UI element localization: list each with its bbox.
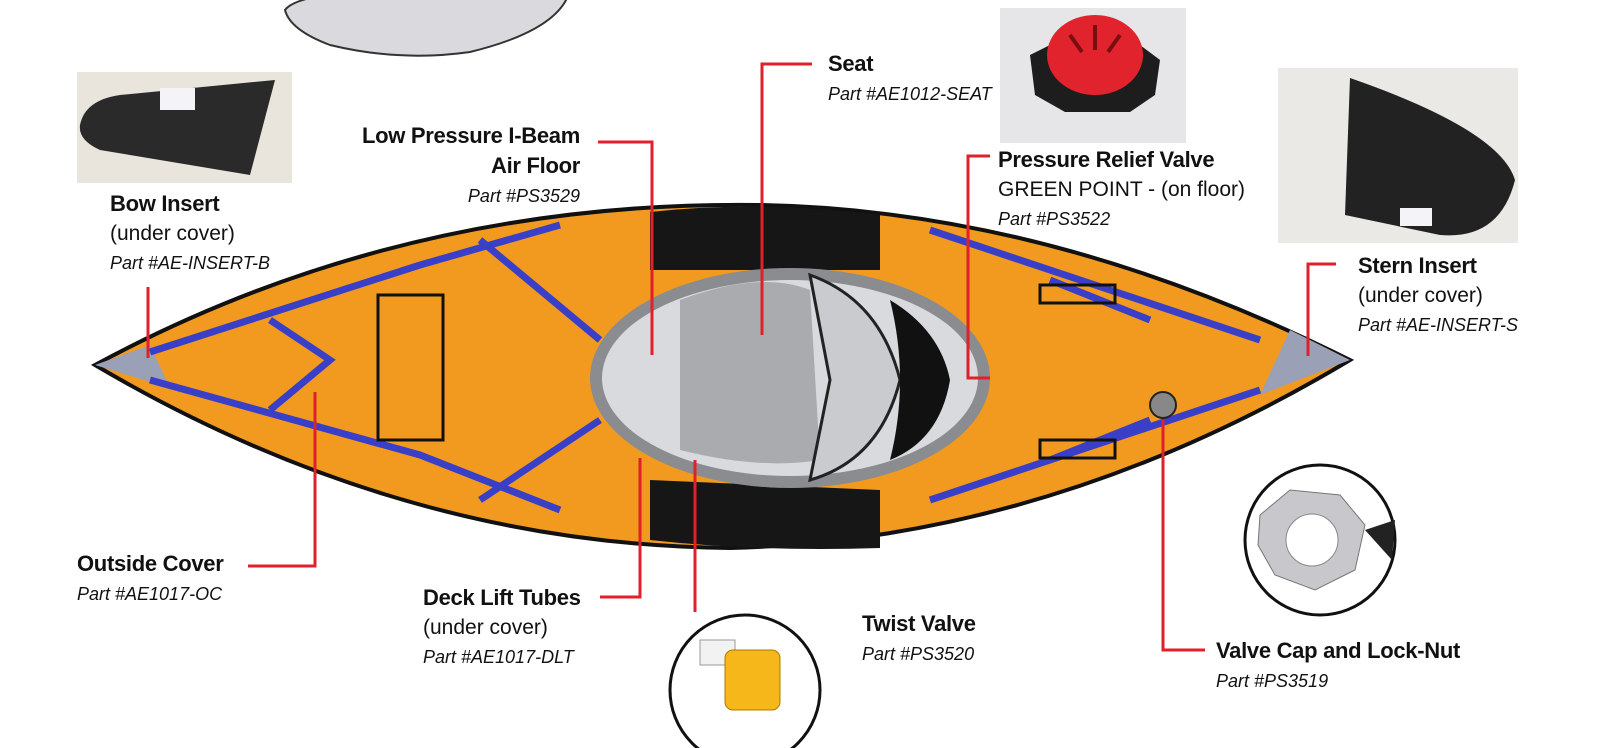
outside-cover-label: Outside Cover Part #AE1017-OC	[77, 551, 224, 604]
leader-stern-insert	[1306, 262, 1336, 356]
bow-insert-part: Part #AE-INSERT-B	[110, 253, 271, 273]
bow-insert-note: (under cover)	[110, 222, 235, 245]
valve-cap-title: Valve Cap and Lock-Nut	[1216, 638, 1461, 663]
air-floor-part: Part #PS3529	[467, 186, 580, 206]
stern-insert-title: Stern Insert	[1358, 253, 1477, 278]
outside-cover-title: Outside Cover	[77, 551, 224, 576]
seat-title: Seat	[828, 51, 874, 76]
stern-insert-note: (under cover)	[1358, 284, 1483, 307]
bow-insert-label: Bow Insert (under cover) Part #AE-INSERT…	[110, 191, 271, 273]
leader-lines	[146, 62, 1336, 652]
pressure-relief-title: Pressure Relief Valve	[998, 147, 1215, 172]
seat-part: Part #AE1012-SEAT	[828, 84, 992, 104]
bow-insert-photo	[77, 72, 292, 183]
deck-lift-tubes-part: Part #AE1017-DLT	[423, 647, 574, 667]
valve-cap-label: Valve Cap and Lock-Nut Part #PS3519	[1216, 638, 1461, 691]
twist-valve-part: Part #PS3520	[862, 644, 975, 664]
stern-insert-photo	[1278, 68, 1518, 243]
air-floor-title-2: Air Floor	[491, 153, 580, 178]
leader-seat	[760, 62, 812, 335]
leader-valve-cap	[1161, 420, 1205, 652]
paddle-blade-image	[283, 0, 568, 57]
valve-cap-detail	[1243, 463, 1397, 617]
twist-valve-title: Twist Valve	[862, 611, 976, 636]
pressure-relief-valve-photo	[1000, 8, 1186, 143]
pressure-relief-note: GREEN POINT - (on floor)	[998, 178, 1245, 201]
pressure-relief-part: Part #PS3522	[998, 209, 1111, 229]
valve-cap-part: Part #PS3519	[1216, 671, 1329, 691]
seat-label: Seat Part #AE1012-SEAT	[828, 51, 992, 104]
outside-cover-part: Part #AE1017-OC	[77, 584, 223, 604]
stern-insert-part: Part #AE-INSERT-S	[1358, 315, 1519, 335]
leader-outside-cover	[248, 392, 317, 568]
kayak-image	[90, 202, 1355, 551]
leader-pressure-relief	[966, 154, 990, 380]
twist-valve-label: Twist Valve Part #PS3520	[862, 611, 976, 664]
stern-insert-label: Stern Insert (under cover) Part #AE-INSE…	[1358, 253, 1519, 335]
air-floor-title-1: Low Pressure I-Beam	[361, 123, 580, 148]
pressure-relief-label: Pressure Relief Valve GREEN POINT - (on …	[998, 147, 1245, 229]
deck-lift-tubes-title: Deck Lift Tubes	[423, 585, 581, 610]
air-floor-label: Low Pressure I-Beam Air Floor Part #PS35…	[330, 123, 580, 206]
deck-lift-tubes-note: (under cover)	[423, 616, 548, 639]
leader-deck-lift	[600, 458, 642, 599]
bow-insert-title: Bow Insert	[110, 191, 220, 216]
twist-valve-detail	[668, 613, 822, 748]
deck-lift-tubes-label: Deck Lift Tubes (under cover) Part #AE10…	[423, 585, 581, 667]
leader-air-floor	[598, 140, 654, 355]
